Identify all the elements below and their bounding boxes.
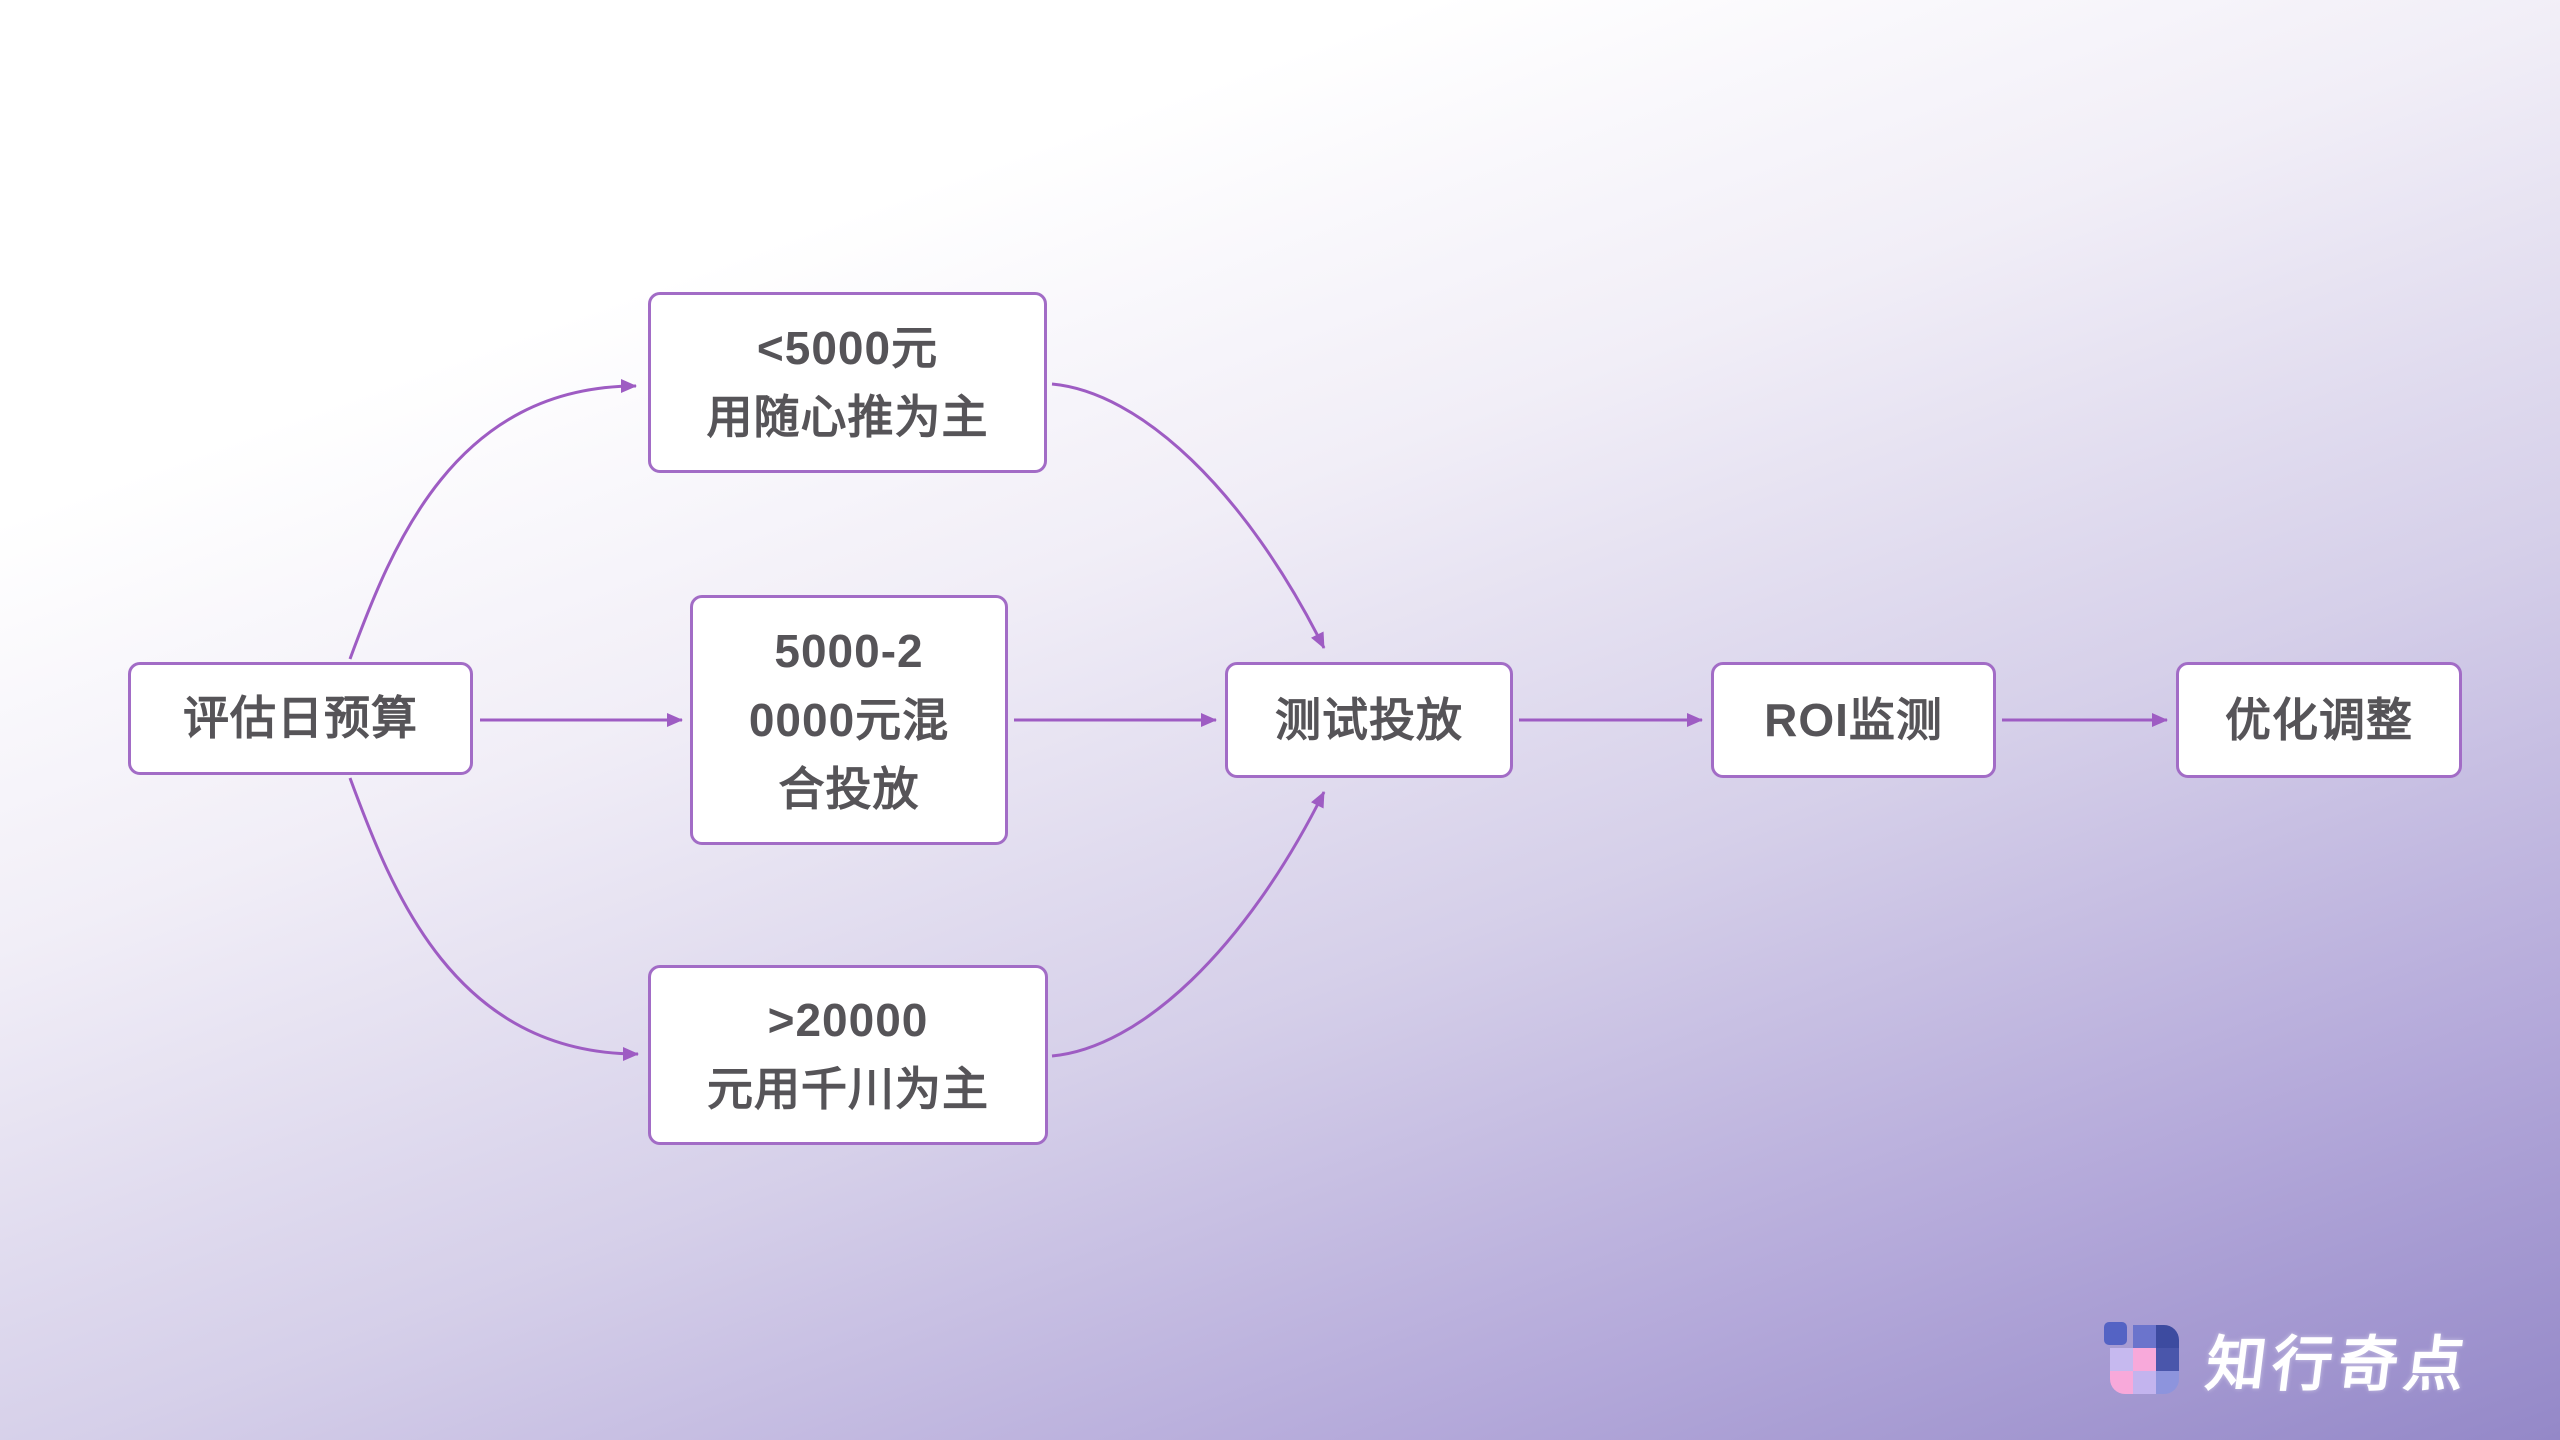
logo-cell-navy <box>2156 1325 2179 1348</box>
logo-cell-lavender <box>2110 1348 2133 1371</box>
edge-budget-over20k <box>348 777 639 1061</box>
node-over-20000-label: >20000 元用千川为主 <box>707 994 989 1115</box>
logo-cell-pink-2 <box>2110 1371 2133 1394</box>
node-under-5000: <5000元 用随心推为主 <box>648 292 1047 473</box>
node-5000-20000: 5000-2 0000元混 合投放 <box>690 595 1008 845</box>
node-over-20000: >20000 元用千川为主 <box>648 965 1048 1145</box>
logo-cell-light-periwinkle <box>2156 1371 2179 1394</box>
logo-cell-detached-blue <box>2104 1322 2127 1345</box>
node-under-5000-label: <5000元 用随心推为主 <box>706 321 989 443</box>
logo-cell-mid-navy <box>2156 1348 2179 1371</box>
node-budget-label: 评估日预算 <box>183 692 418 744</box>
brand-logo: 知行奇点 <box>2104 1316 2474 1403</box>
logo-cell-pink <box>2133 1348 2156 1371</box>
brand-logo-text: 知行奇点 <box>2202 1331 2475 1398</box>
edge-over20k-test <box>1051 791 1326 1058</box>
edge-under5k-test <box>1051 382 1326 649</box>
node-optimize-adjust: 优化调整 <box>2176 662 2462 778</box>
logo-cell-lavender-2 <box>2133 1371 2156 1394</box>
node-test-delivery: 测试投放 <box>1225 662 1513 778</box>
brand-logo-icon <box>2104 1322 2179 1397</box>
edge-budget-under5k <box>348 379 637 660</box>
node-test-delivery-label: 测试投放 <box>1275 693 1463 746</box>
node-budget: 评估日预算 <box>128 662 473 775</box>
node-5000-20000-label: 5000-2 0000元混 合投放 <box>748 624 950 815</box>
logo-cell-periwinkle <box>2133 1325 2156 1348</box>
node-roi-monitoring: ROI监测 <box>1711 662 1996 778</box>
node-roi-monitoring-label: ROI监测 <box>1764 693 1943 746</box>
node-optimize-adjust-label: 优化调整 <box>2225 693 2413 746</box>
